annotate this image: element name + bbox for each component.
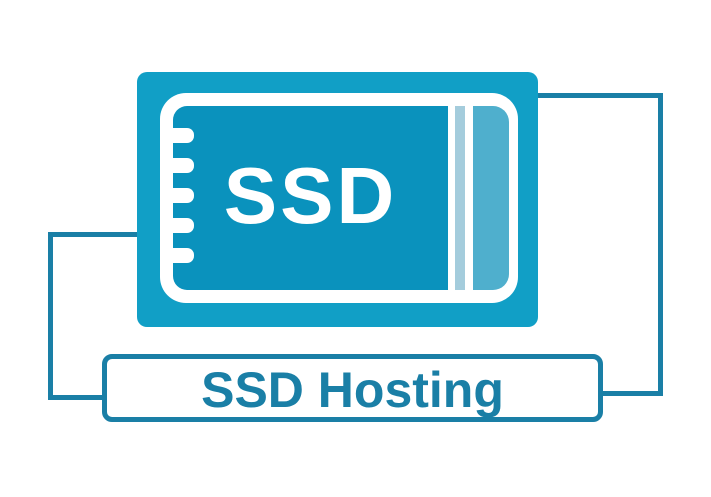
ssd-drive-icon: SSD bbox=[137, 72, 538, 327]
drive-main-area: SSD bbox=[173, 106, 448, 290]
caption-label: SSD Hosting bbox=[201, 362, 504, 418]
right-connector-line bbox=[535, 93, 663, 396]
drive-label: SSD bbox=[223, 151, 398, 240]
connector-pin-icon bbox=[169, 218, 194, 233]
drive-body: SSD bbox=[160, 93, 518, 303]
drive-side-band bbox=[473, 106, 509, 290]
drive-pale-stripe bbox=[455, 106, 465, 290]
connector-pin-icon bbox=[169, 248, 194, 263]
connector-pin-icon bbox=[169, 188, 194, 203]
left-connector-line bbox=[48, 232, 145, 400]
caption-box: SSD Hosting bbox=[102, 354, 603, 422]
connector-pin-icon bbox=[169, 158, 194, 173]
connector-pin-icon bbox=[169, 128, 194, 143]
